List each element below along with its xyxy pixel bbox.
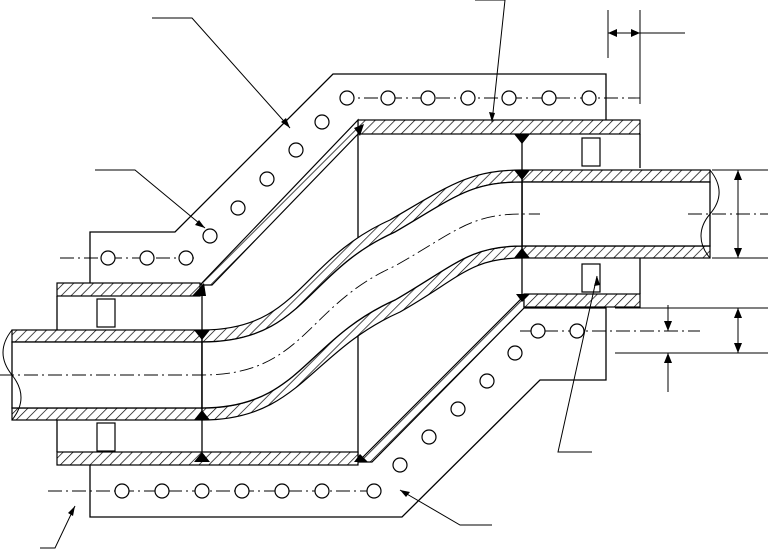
slot: [581, 137, 601, 167]
slot: [96, 298, 116, 328]
hole: [178, 250, 194, 266]
right-lower-band: [523, 293, 641, 308]
hole: [100, 250, 116, 266]
hole: [541, 90, 557, 106]
left-upper-band: [56, 282, 201, 297]
hole-row-upper: [100, 90, 597, 266]
hole: [139, 250, 155, 266]
hole: [530, 323, 546, 339]
hole: [581, 90, 597, 106]
hole: [339, 90, 355, 106]
hole: [154, 483, 170, 499]
hole: [380, 90, 396, 106]
hole: [460, 90, 476, 106]
hole: [420, 90, 436, 106]
hole: [288, 142, 304, 158]
hole: [501, 90, 517, 106]
weld-marks: [192, 124, 530, 462]
hole: [450, 401, 466, 417]
hole: [114, 483, 130, 499]
hole: [479, 373, 495, 389]
hole: [392, 457, 408, 473]
hole-row-lower: [114, 323, 585, 499]
hole: [366, 483, 382, 499]
hole: [274, 483, 290, 499]
pipe-centerline: [0, 213, 540, 376]
hole: [259, 171, 275, 187]
outer-casing: [89, 73, 607, 518]
hole: [314, 483, 330, 499]
hole: [234, 483, 250, 499]
hole: [194, 483, 210, 499]
upper-diagonal-wall: [198, 118, 359, 286]
hole: [230, 200, 246, 216]
hole: [421, 429, 437, 445]
hole: [569, 323, 585, 339]
leader-lines: [40, 0, 600, 549]
hole: [507, 345, 523, 361]
left-lower-band: [56, 451, 359, 466]
dimension-marks: [607, 10, 768, 392]
slot: [96, 422, 116, 452]
hole: [314, 114, 330, 130]
hole: [202, 228, 218, 244]
